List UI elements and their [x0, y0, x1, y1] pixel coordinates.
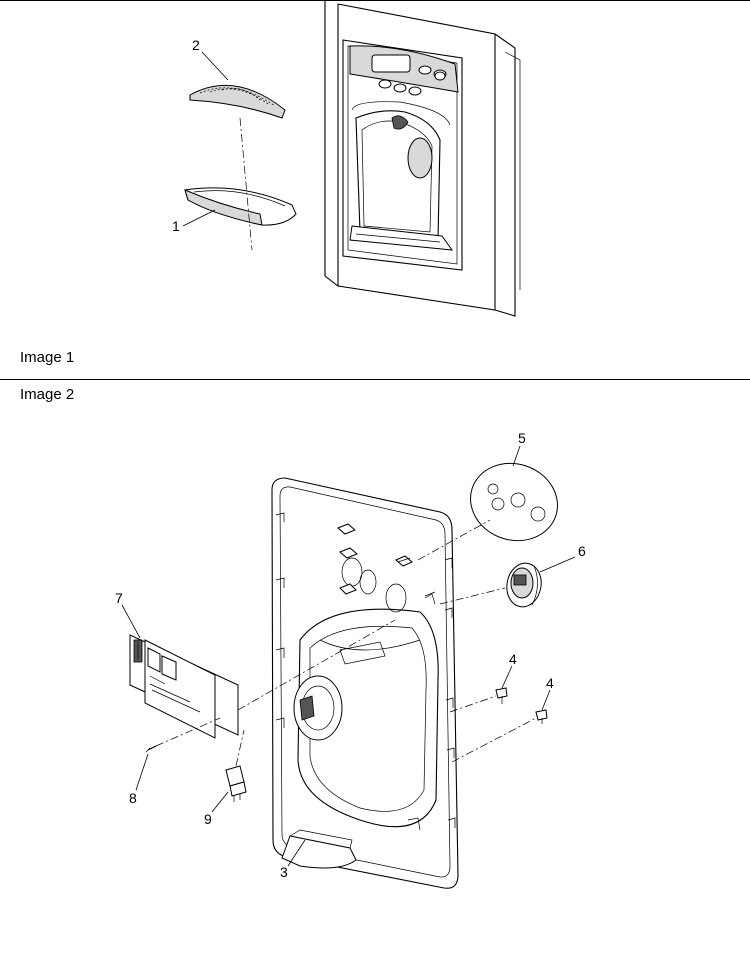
leader-8 — [135, 753, 149, 791]
alignment-screw-4b — [451, 717, 537, 763]
leader-3 — [287, 839, 306, 867]
button-cover-plate — [470, 462, 558, 542]
drip-tray-grille — [189, 84, 286, 119]
leader-2 — [201, 51, 229, 81]
callout-5: 5 — [518, 430, 526, 446]
leader-9 — [211, 791, 229, 813]
image-1-alignment-line — [239, 117, 253, 251]
callout-9: 9 — [204, 811, 212, 827]
alignment-screw-4a — [449, 695, 497, 713]
callout-4b: 4 — [546, 675, 554, 691]
dispenser-housing — [271, 477, 459, 889]
leader-5 — [512, 445, 521, 467]
callout-7: 7 — [115, 590, 123, 606]
alignment-cover-plate — [417, 519, 491, 561]
control-board — [129, 634, 239, 739]
image-2-label: Image 2 — [20, 386, 75, 403]
drip-tray — [184, 187, 297, 226]
image-1-label: Image 1 — [20, 349, 75, 366]
housing-pin-upper — [397, 557, 436, 597]
leader-4a — [501, 665, 513, 689]
alignment-screw — [155, 717, 221, 747]
mounting-screws — [495, 687, 548, 724]
callout-3: 3 — [280, 864, 288, 880]
wire-connector — [225, 765, 247, 802]
leader-1 — [182, 209, 216, 227]
callout-1: 1 — [172, 218, 180, 234]
leader-4b — [541, 689, 551, 711]
callout-6: 6 — [578, 543, 586, 559]
section-divider — [0, 379, 750, 380]
top-border — [0, 0, 750, 1]
callout-2: 2 — [192, 37, 200, 53]
dispenser-switch — [506, 562, 542, 608]
board-screw — [145, 745, 157, 753]
leader-6 — [539, 556, 576, 573]
alignment-switch — [439, 587, 506, 605]
callout-8: 8 — [129, 790, 137, 806]
callout-4a: 4 — [509, 651, 517, 667]
dispenser-door-panel — [324, 0, 521, 317]
alignment-connector — [235, 729, 245, 767]
alignment-board — [237, 619, 396, 711]
leader-7 — [121, 604, 141, 639]
